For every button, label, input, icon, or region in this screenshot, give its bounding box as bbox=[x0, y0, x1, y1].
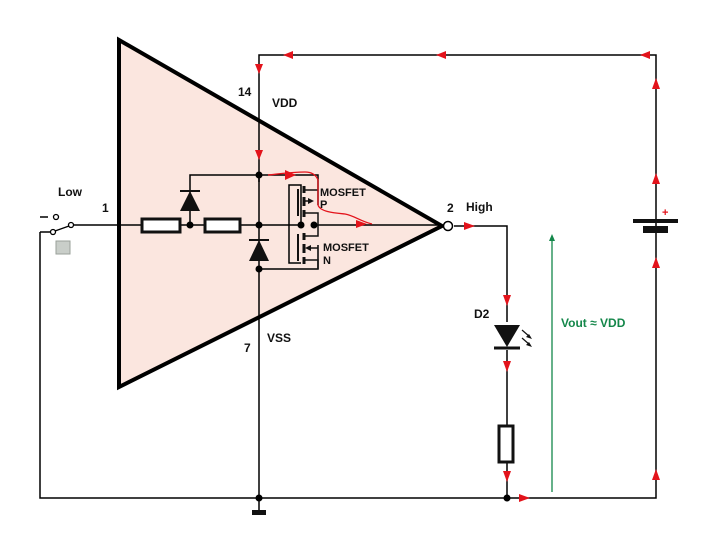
arrow-down-icon bbox=[255, 150, 263, 160]
current-arrows bbox=[255, 51, 660, 502]
arrow-down-icon bbox=[503, 295, 511, 306]
vout-annotation: Vout ≈ VDD bbox=[561, 316, 626, 330]
vdd-label: VDD bbox=[272, 96, 298, 110]
mosfet-n bbox=[297, 225, 319, 269]
junction-dots bbox=[186, 171, 511, 502]
arrow-right-icon bbox=[356, 220, 367, 228]
vss-pin-number: 7 bbox=[244, 341, 251, 355]
battery-plus: + bbox=[662, 207, 668, 219]
mosfet-p bbox=[297, 186, 319, 225]
arrow-up-icon bbox=[652, 469, 660, 480]
arrow-down-icon bbox=[503, 471, 511, 482]
vss-label: VSS bbox=[267, 331, 291, 345]
arrow-left-icon bbox=[640, 51, 650, 59]
arrow-up-icon bbox=[652, 257, 660, 268]
output-state-label: High bbox=[466, 200, 493, 214]
mosfet-n-label-2: N bbox=[323, 255, 331, 267]
battery-icon bbox=[633, 219, 678, 233]
mosfet-n-label-1: MOSFET bbox=[323, 242, 369, 254]
input-resistor-2 bbox=[203, 217, 242, 234]
protection-diode-bottom bbox=[249, 239, 269, 261]
current-path bbox=[267, 171, 373, 225]
vdd-pin-number: 14 bbox=[238, 85, 252, 99]
arrow-up-icon bbox=[652, 173, 660, 184]
input-switch[interactable] bbox=[40, 213, 75, 236]
output-bubble bbox=[442, 220, 454, 232]
mosfet-p-label-1: MOSFET bbox=[320, 187, 366, 199]
protection-diode-top bbox=[180, 190, 200, 211]
input-resistor-1 bbox=[140, 217, 182, 234]
led-d2-icon bbox=[494, 325, 532, 350]
arrow-right-icon bbox=[464, 222, 475, 230]
ground-icon bbox=[252, 510, 266, 515]
wires bbox=[39, 54, 657, 510]
output-pin-number: 2 bbox=[447, 201, 454, 215]
led-label: D2 bbox=[474, 307, 490, 321]
inverter-body bbox=[117, 36, 447, 391]
switch-button[interactable] bbox=[55, 240, 71, 255]
arrow-down-icon bbox=[255, 64, 263, 74]
vout-arrow bbox=[549, 234, 555, 492]
arrow-up-icon bbox=[652, 78, 660, 89]
led-resistor bbox=[497, 424, 515, 464]
mosfet-p-label-2: P bbox=[320, 199, 327, 211]
switch-state-label: Low bbox=[58, 185, 83, 199]
arrow-left-icon bbox=[436, 51, 446, 59]
arrow-down-icon bbox=[503, 361, 511, 372]
input-pin-number: 1 bbox=[102, 201, 109, 215]
arrow-right-icon bbox=[285, 170, 296, 180]
arrow-right-icon bbox=[519, 494, 530, 502]
arrow-left-icon bbox=[283, 51, 293, 59]
